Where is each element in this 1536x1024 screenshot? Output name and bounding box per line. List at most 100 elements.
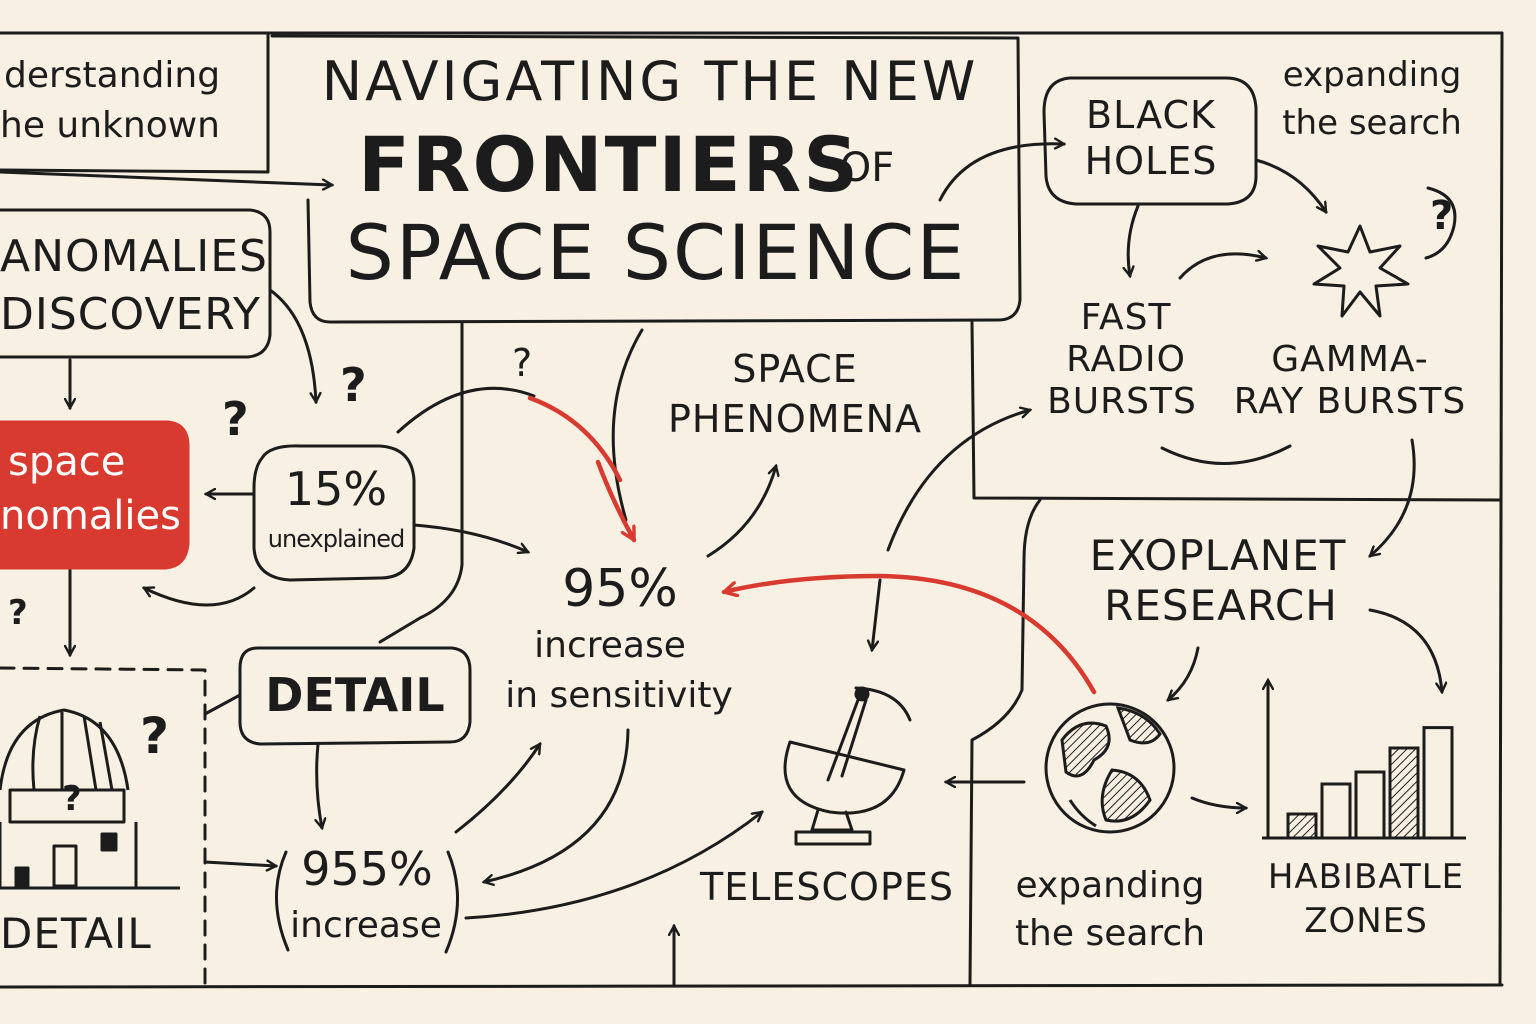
arrow-frb-to-star [1178,254,1266,280]
space-anomalies-line-1: space [8,439,126,485]
detail-box-label: DETAIL [265,668,445,722]
arrow-detail-to-panel [203,693,242,716]
question-mark: ? [222,392,249,446]
increase-label: increase [290,905,442,946]
anomalies-discovery-line-1: ANOMALIES [0,231,268,282]
question-mark: ? [340,358,367,412]
arrow-95-to-phenomena [706,466,776,558]
exoplanet-research-line-1: EXOPLANET [1089,531,1347,580]
hz-bar [1286,812,1318,840]
title-line-1: NAVIGATING THE NEW [321,50,979,113]
divider-right-lower [968,498,1042,987]
telescopes-label: TELESCOPES [700,865,955,909]
space-phenomena-line-1: SPACE [732,347,858,391]
title-line-2: FRONTIERS [358,120,860,209]
telescope-icon [783,686,912,846]
note-top-right-line-2: the search [1282,103,1462,143]
hz-bar [1388,746,1420,840]
sensitivity-line-1: increase [534,625,686,666]
black-holes-line-2: HOLES [1084,139,1218,183]
note-bottom-line-2: the search [1014,913,1206,954]
arrow-title-to-95 [611,328,644,522]
arrow-panel-to-955 [203,862,276,866]
space-anomalies-box [0,420,190,570]
anomalies-box-outline [0,208,272,359]
title-box [270,34,1022,324]
question-mark: ? [8,593,28,633]
observatory-panel [0,666,207,987]
arrow-divider-to-telescope [872,578,882,650]
hz-bar [1320,782,1352,840]
increase-bracket-right [444,850,460,954]
arrow-note-to-title [0,170,332,185]
divider-center-left [378,320,464,644]
habitable-zones-line-1: HABIBATLE [1267,857,1465,897]
habitable-zones-chart [1262,680,1466,840]
gamma-ray-bursts-line-2: RAY BURSTS [1233,381,1467,422]
arrow-955-to-telescope [464,812,762,920]
unexplained-value: 15% [284,462,388,516]
note-top-left-line-1: derstanding [4,55,221,96]
divider-right-upper [970,320,1502,502]
habitable-zones-line-2: ZONES [1304,901,1428,941]
black-holes-box-outline [1042,76,1258,206]
note-top-left-line-2: he unknown [0,105,220,146]
title-line-3: SPACE SCIENCE [345,208,967,297]
increase-bracket-left [274,850,290,952]
fast-radio-bursts-line-1: FAST [1080,297,1172,338]
gamma-ray-bursts-line-1: GAMMA- [1271,339,1429,380]
hz-bar [1422,726,1454,840]
question-mark: ? [512,341,533,385]
fast-radio-bursts-line-2: RADIO [1066,339,1186,380]
arrow-15-to-95 [412,523,528,552]
space-phenomena-line-2: PHENOMENA [667,397,923,441]
increase-value: 955% [301,842,433,896]
arrow-95-to-955 [484,728,630,882]
detail-box-outline [238,646,472,746]
arrow-title-to-blackholes [938,144,1064,202]
svg-text:?: ? [62,779,82,819]
note-top-right-line-1: expanding [1282,55,1462,95]
hz-bar [1354,770,1386,840]
black-holes-line-1: BLACK [1086,93,1216,137]
arrow-globe-to-chart [1190,796,1246,808]
question-mark: ? [1406,1000,1407,1001]
arrow-frb-gamma-link [1160,444,1292,465]
frame-bottom-edge [0,983,1504,989]
red-arrow-globe-to-95 [724,573,1097,695]
observatory-icon: ? [0,708,180,890]
arrow-955-to-95 [454,744,542,834]
arrow-blackholes-to-frb [1128,204,1140,276]
question-mark: ? [1430,193,1454,239]
gamma-star-icon [1312,224,1410,318]
unexplained-node-outline [252,444,416,582]
arrow-gamma-to-exoplanet [1370,438,1416,556]
note-bottom-line-1: expanding [1015,865,1205,906]
red-arrow-to-95 [595,459,637,540]
observatory-detail-label: DETAIL [0,909,152,958]
arrow-blackholes-to-star [1254,158,1328,212]
arrow-exoplanet-to-chart [1368,608,1442,692]
fast-radio-bursts-line-3: BURSTS [1047,381,1197,422]
arrow-telescope-to-frb [886,410,1030,552]
space-anomalies-line-2: nomalies [0,493,181,539]
exoplanet-research-line-2: RESEARCH [1104,581,1338,630]
anomalies-discovery-line-2: DISCOVERY [0,289,261,340]
title-of: OF [839,145,895,191]
unexplained-label: unexplained [267,525,405,553]
sensitivity-value: 95% [562,559,678,619]
arrow-exoplanet-to-globe [1168,646,1200,700]
arrow-95-to-telescope-side [396,386,536,434]
star-orbit-line [1424,186,1457,260]
red-arrow-curve-to-95 [527,395,623,483]
sensitivity-line-2: in sensitivity [505,675,733,716]
arrow-anomalies-to-qmark [268,288,316,402]
question-mark: ? [140,707,170,765]
arrow-detail-down [317,742,322,828]
note-box-top-left [0,31,270,174]
globe-icon [1044,702,1176,834]
frame-right-edge [1498,31,1504,987]
arrow-15-loop-back [144,588,256,607]
